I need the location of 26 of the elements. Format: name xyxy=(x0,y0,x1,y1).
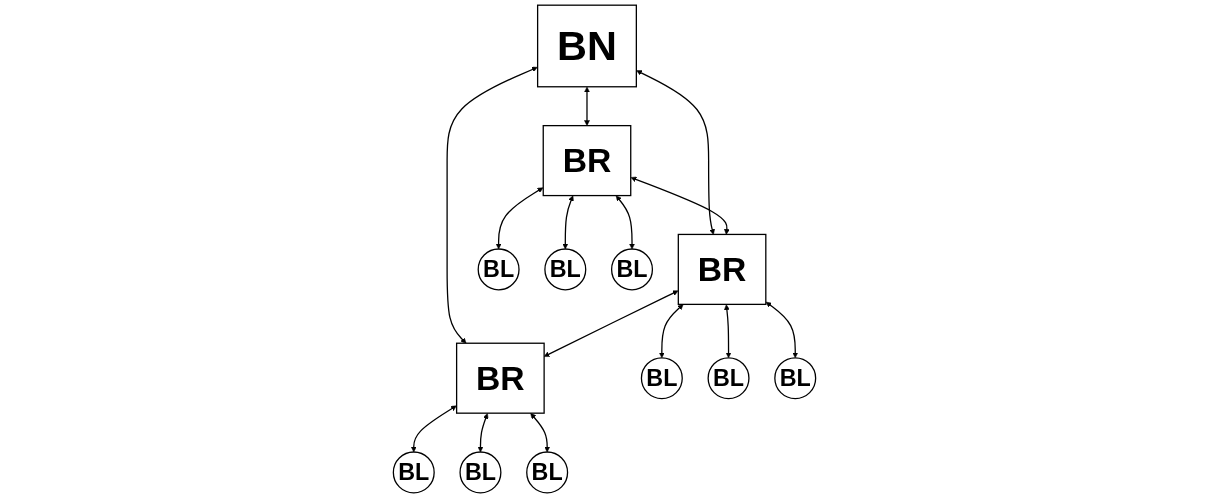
arrow xyxy=(615,195,635,250)
node-circle: BL xyxy=(459,451,502,494)
node-circle: BL xyxy=(610,248,654,291)
arrow xyxy=(410,405,457,453)
node-circle: BL xyxy=(544,248,587,291)
arrow xyxy=(477,413,489,453)
arrow xyxy=(636,70,715,235)
node-box: BN xyxy=(537,4,637,88)
arrow xyxy=(495,187,544,250)
arrow xyxy=(446,66,538,344)
node-box: BR xyxy=(542,124,632,197)
arrow xyxy=(659,304,684,359)
node-circle: BL xyxy=(526,451,569,494)
node-circle: BL xyxy=(477,248,520,291)
arrow xyxy=(584,86,590,126)
node-circle: BL xyxy=(640,357,683,400)
node-box: BR xyxy=(677,233,767,305)
arrow xyxy=(724,304,732,359)
node-box: BR xyxy=(455,342,545,414)
arrow xyxy=(630,176,730,235)
node-circle: BL xyxy=(774,357,817,400)
arrow xyxy=(530,413,550,453)
node-circle: BL xyxy=(392,451,435,494)
arrow xyxy=(765,301,799,359)
node-circle: BL xyxy=(707,357,750,400)
arrow xyxy=(562,195,574,250)
